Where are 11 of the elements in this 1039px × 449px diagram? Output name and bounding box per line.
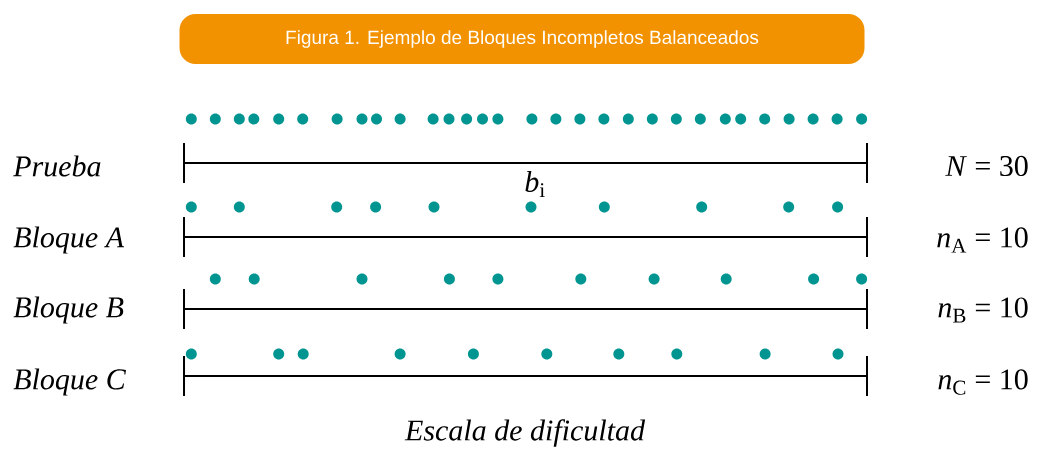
row-label: Prueba [13,155,101,177]
title-banner: Figura 1. Ejemplo de Bloques Incompletos Balanceados [179,14,865,64]
count-label: N = 30 [945,155,1028,177]
row-label: Bloque B [13,296,124,324]
count-label: n$_{C}$ = 10 [938,369,1028,395]
count-label: n$_{A}$ = 10 [937,227,1028,253]
row-label: Bloque A [13,226,125,254]
row-label: Bloque C [13,368,126,396]
interval-label: b$_{i}$ [525,170,545,198]
axis-label: Escala de dificultad [404,419,646,447]
count-label: n$_{B}$ = 10 [938,297,1028,323]
